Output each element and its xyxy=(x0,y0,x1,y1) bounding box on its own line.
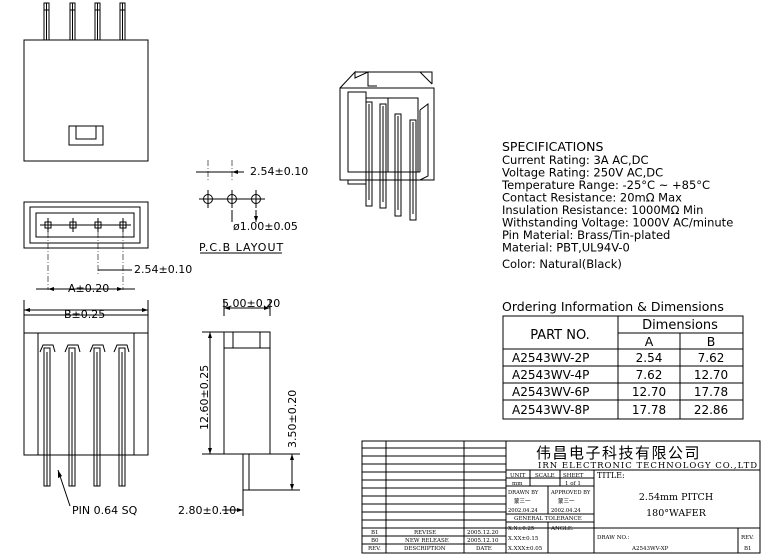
approved-name: 蒙三一 xyxy=(558,497,575,505)
spec-line: Contact Resistance: 20mΩ Max xyxy=(502,191,682,205)
general-tolerance: GENERAL TOLERANCE xyxy=(514,516,582,522)
table-cell-part: A2543WV-8P xyxy=(512,403,589,417)
title-line-1: 2.54mm PITCH xyxy=(639,492,713,503)
table-cell-part: A2543WV-6P xyxy=(512,385,589,399)
tolerance-2: X.XX±0.15 xyxy=(508,536,539,542)
draw-no-value: A2543WV-XP xyxy=(631,546,669,552)
spec-line: Insulation Resistance: 1000MΩ Min xyxy=(502,203,703,217)
col-a-header: A xyxy=(645,334,654,349)
title-line-2: 180°WAFER xyxy=(646,508,707,519)
desc-head: DESCRIPTION xyxy=(404,546,446,552)
spec-line: Current Rating: 3A AC,DC xyxy=(502,153,649,167)
spec-line: Material: PBT,UL94V-0 xyxy=(502,241,630,255)
rev-row-date: 2005.12.10 xyxy=(467,538,499,544)
table-cell-part: A2543WV-2P xyxy=(512,351,589,365)
draw-no-label: DRAW NO.: xyxy=(597,535,629,541)
rev-row-desc: REVISE xyxy=(414,530,436,536)
bottom-front-view xyxy=(23,300,149,507)
company-name-en: IRN ELECTRONIC TECHNOLOGY CO.,LTD xyxy=(538,461,758,471)
pcb-layout-label: P.C.B LAYOUT xyxy=(199,241,284,254)
date-head: DATE xyxy=(476,546,492,552)
tolerance-3: X.XXX±0.05 xyxy=(508,546,543,552)
approved-by-label: APPROVED BY xyxy=(550,490,591,496)
unit-label: UNIT xyxy=(510,473,526,479)
table-cell-a: 17.78 xyxy=(632,403,666,417)
drawn-date: 2002.04.24 xyxy=(508,508,538,514)
table-cell-a: 2.54 xyxy=(636,351,663,365)
table-cell-a: 12.70 xyxy=(632,385,666,399)
spec-line: Temperature Range: -25°C ~ +85°C xyxy=(501,178,710,192)
ordering-title: Ordering Information & Dimensions xyxy=(502,299,724,314)
pin-spacing-dim: 2.80±0.10 xyxy=(178,504,236,517)
pitch-top-dim: 2.54±0.10 xyxy=(250,165,308,178)
hole-dia-dim: ø1.00±0.05 xyxy=(233,220,298,233)
table-cell-b: 22.86 xyxy=(694,403,728,417)
rev-row-rev: B0 xyxy=(371,538,379,544)
height-pin-dim: 3.50±0.20 xyxy=(286,390,299,448)
rev-row-rev: B1 xyxy=(371,530,379,536)
table-cell-b: 12.70 xyxy=(694,368,728,382)
spec-line: Pin Material: Brass/Tin-plated xyxy=(502,228,670,242)
top-plan-view xyxy=(23,201,149,291)
title-block: 伟昌电子科技有限公司 IRN ELECTRONIC TECHNOLOGY CO.… xyxy=(361,440,761,554)
spec-line: Color: Natural(Black) xyxy=(502,257,622,271)
pin-note: PIN 0.64 SQ xyxy=(72,504,138,517)
iso-side-view xyxy=(339,70,435,221)
spec-line: Withstanding Voltage: 1000V AC/minute xyxy=(502,216,733,230)
spec-title: SPECIFICATIONS xyxy=(502,139,603,154)
sheet-label: SHEET xyxy=(563,473,584,479)
col-b-header: B xyxy=(707,334,716,349)
dim-b-label: B±0.25 xyxy=(64,308,105,321)
unit-value: mm xyxy=(512,481,523,487)
table-cell-b: 7.62 xyxy=(698,351,725,365)
approved-date: 2002.04.24 xyxy=(551,508,581,514)
tolerance-1: X.X±0.25 xyxy=(508,526,535,532)
table-cell-b: 17.78 xyxy=(694,385,728,399)
title-label: TITLE: xyxy=(597,471,625,480)
width-side-dim: 5.00±0.20 xyxy=(222,297,280,310)
table-cell-part: A2543WV-4P xyxy=(512,368,589,382)
pcb-layout-drawing xyxy=(196,160,282,254)
angle-label: ANGLE: xyxy=(550,526,574,532)
col-dims-header: Dimensions xyxy=(642,318,718,333)
height-total-dim: 12.60±0.25 xyxy=(198,365,211,430)
rev-head: REV. xyxy=(368,546,381,552)
dim-a-label: A±0.20 xyxy=(68,282,109,295)
rev-value: B1 xyxy=(744,546,752,552)
specifications-block: SPECIFICATIONS Current Rating: 3A AC,DC … xyxy=(501,139,733,271)
pitch-left-dim: 2.54±0.10 xyxy=(134,263,192,276)
table-cell-a: 7.62 xyxy=(636,368,663,382)
scale-label: SCALE xyxy=(535,473,555,479)
company-name-cn: 伟昌电子科技有限公司 xyxy=(536,444,701,462)
spec-line: Voltage Rating: 250V AC,DC xyxy=(502,166,663,180)
ordering-table: Ordering Information & Dimensions PART N… xyxy=(502,299,744,420)
sheet-value: 1 of 1 xyxy=(565,481,581,487)
bottom-side-view xyxy=(202,300,300,516)
col-part-header: PART NO. xyxy=(530,328,590,343)
top-front-view xyxy=(23,2,149,162)
rev-row-desc: NEW RELEASE xyxy=(405,538,449,544)
drawn-by-label: DRAWN BY xyxy=(508,490,539,496)
rev-label: REV. xyxy=(741,535,754,541)
drawn-name: 蒙三一 xyxy=(514,497,531,505)
rev-row-date: 2005.12.20 xyxy=(467,530,499,536)
